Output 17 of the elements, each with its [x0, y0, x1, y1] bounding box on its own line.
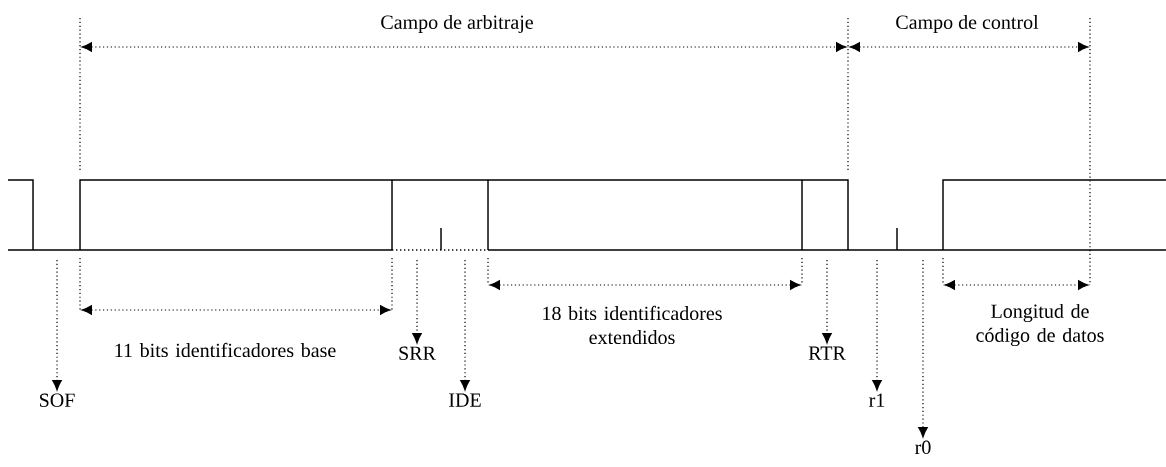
- arrow: [412, 259, 422, 344]
- bit-label: r1: [869, 393, 885, 407]
- arrow: [918, 259, 928, 438]
- span-label: 11 bits identificadores base: [115, 342, 336, 358]
- span-label: 18 bits identificadores extendidos: [543, 305, 722, 345]
- arrow: [822, 259, 832, 344]
- span-label: Longitud de código de datos: [976, 303, 1104, 347]
- bit-label: SRR: [399, 346, 436, 360]
- arrow: [52, 259, 62, 391]
- bit-label: SOF: [40, 393, 75, 407]
- bit-label: RTR: [808, 346, 846, 360]
- arrow: [460, 259, 470, 391]
- span-label: Campo de arbitraje: [381, 14, 533, 34]
- bit-label: r0: [915, 440, 931, 455]
- span-label: Campo de control: [896, 14, 1039, 34]
- bit-label: IDE: [449, 393, 481, 407]
- arrow: [872, 259, 882, 391]
